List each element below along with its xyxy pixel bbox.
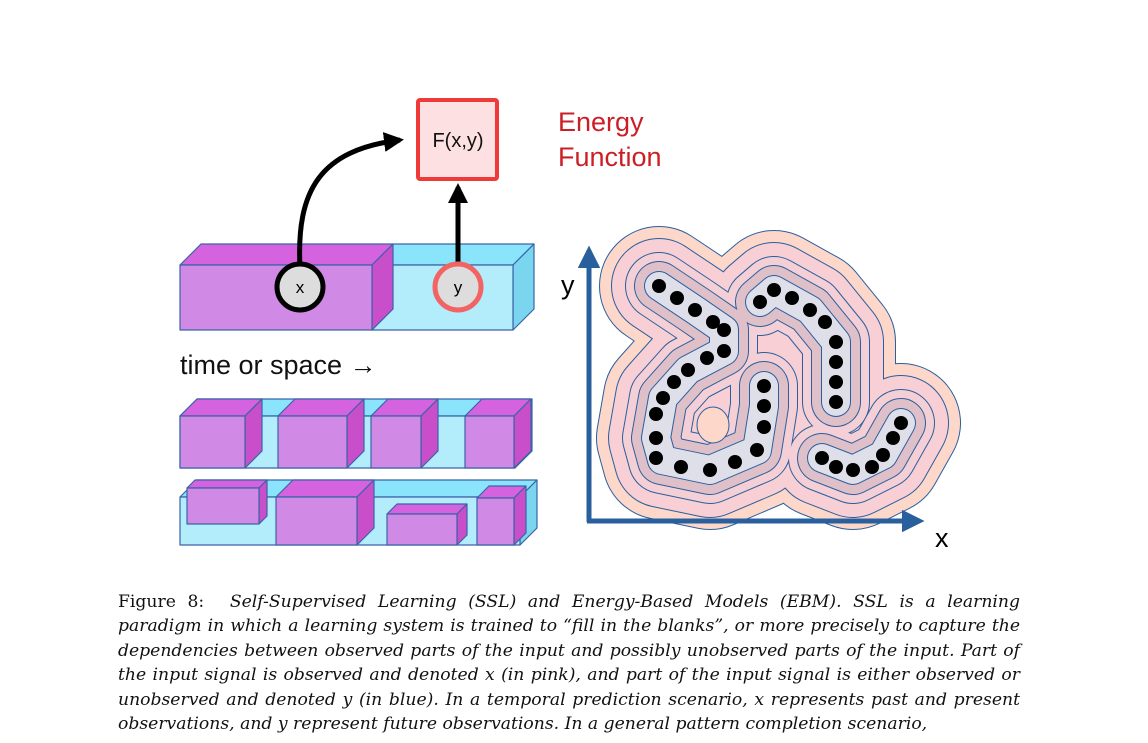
data-point	[785, 291, 799, 305]
data-point	[829, 355, 843, 369]
data-point	[706, 315, 720, 329]
data-point	[829, 335, 843, 349]
data-points	[649, 279, 908, 477]
data-point	[688, 303, 702, 317]
data-point	[757, 379, 771, 393]
row3-observed-block	[476, 485, 527, 546]
data-point	[681, 363, 695, 377]
data-point	[652, 279, 666, 293]
x-to-energy-arrow	[297, 132, 404, 269]
data-point	[717, 344, 731, 358]
data-point	[753, 295, 767, 309]
data-point	[674, 460, 688, 474]
time-or-space-label: time or space →	[180, 350, 377, 380]
y-node	[432, 261, 484, 313]
figure-caption: Figure 8: Self-Supervised Learning (SSL)…	[118, 590, 1020, 736]
caption-label: Figure 8:	[118, 592, 205, 612]
data-point	[767, 283, 781, 297]
data-point	[829, 460, 843, 474]
data-point	[728, 455, 742, 469]
energy-function-box	[416, 98, 499, 181]
data-point	[803, 303, 817, 317]
row3-observed-block	[275, 479, 375, 546]
data-point	[703, 463, 717, 477]
data-point	[649, 431, 663, 445]
row2-observed-block	[370, 398, 439, 469]
caption-text: Self-Supervised Learning (SSL) and Energ…	[118, 592, 1021, 735]
row2-observed-block	[179, 398, 263, 469]
x-node	[274, 261, 326, 313]
data-point	[700, 351, 714, 365]
row2-observed-block	[464, 398, 532, 469]
x-block	[179, 243, 394, 331]
plot-y-axis-label: y	[561, 270, 575, 300]
plot-x-axis-label: x	[935, 523, 949, 553]
data-point	[667, 375, 681, 389]
row2-observed-block	[277, 398, 365, 469]
data-point	[829, 395, 843, 409]
row3-observed-block	[386, 503, 468, 546]
data-point	[649, 451, 663, 465]
data-point	[757, 420, 771, 434]
energy-title-line2: Function	[558, 142, 662, 172]
data-point	[876, 448, 890, 462]
energy-contour	[696, 406, 730, 444]
energy-title-line1: Energy	[558, 107, 644, 137]
data-point	[757, 399, 771, 413]
data-point	[818, 315, 832, 329]
data-point	[829, 375, 843, 389]
y-node-label: y	[454, 278, 463, 297]
data-point	[717, 323, 731, 337]
data-point	[649, 407, 663, 421]
data-point	[815, 451, 829, 465]
x-node-label: x	[296, 278, 305, 297]
data-point	[846, 463, 860, 477]
data-point	[886, 431, 900, 445]
data-point	[894, 416, 908, 430]
data-point	[670, 291, 684, 305]
data-point	[656, 391, 670, 405]
input-signal-blocks	[179, 243, 538, 546]
data-point	[865, 460, 879, 474]
row3-observed-block	[186, 479, 268, 525]
data-point	[750, 443, 764, 457]
energy-box-label: F(x,y)	[432, 130, 483, 152]
